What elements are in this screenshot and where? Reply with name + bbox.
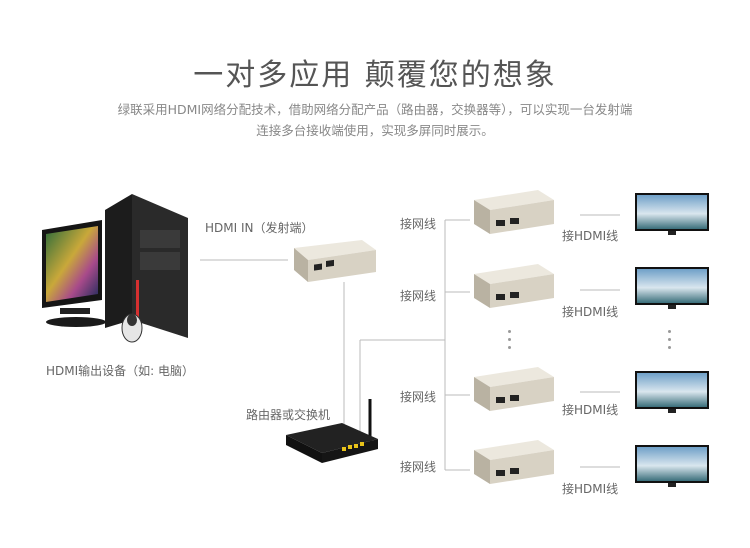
tv-screen xyxy=(635,445,709,487)
description-line-2: 连接多台接收端使用，实现多屏同时展示。 xyxy=(256,123,494,138)
router-device xyxy=(286,399,378,463)
receiver-device xyxy=(474,264,554,308)
hdmi-cable-label: 接HDMI线 xyxy=(562,403,619,417)
ellipsis-dots xyxy=(668,330,672,354)
cable-label: 接网线 xyxy=(400,390,437,404)
page-title: 一对多应用 颠覆您的想象 xyxy=(193,58,557,93)
transmitter-device xyxy=(294,240,376,282)
receiver-device xyxy=(474,440,554,484)
cable-label: 接网线 xyxy=(400,460,437,474)
tv-screen xyxy=(635,267,709,309)
receiver-device xyxy=(474,190,554,234)
router-label: 路由器或交换机 xyxy=(246,408,331,422)
receiver-device xyxy=(474,367,554,411)
cable-label: 接网线 xyxy=(400,289,437,303)
cable-label: 接网线 xyxy=(400,217,437,231)
hdmi-cable-label: 接HDMI线 xyxy=(562,229,619,243)
hdmi-cable-label: 接HDMI线 xyxy=(562,305,619,319)
description-line-1: 绿联采用HDMI网络分配技术，借助网络分配产品（路由器，交换器等），可以实现一台… xyxy=(117,102,633,117)
tv-screen xyxy=(635,193,709,235)
transmitter-label: HDMI IN（发射端） xyxy=(205,221,314,235)
ellipsis-dots xyxy=(508,330,512,354)
computer-illustration xyxy=(42,194,188,343)
hdmi-cable-label: 接HDMI线 xyxy=(562,482,619,496)
tv-screen xyxy=(635,371,709,413)
source-label: HDMI输出设备（如: 电脑） xyxy=(46,364,195,378)
